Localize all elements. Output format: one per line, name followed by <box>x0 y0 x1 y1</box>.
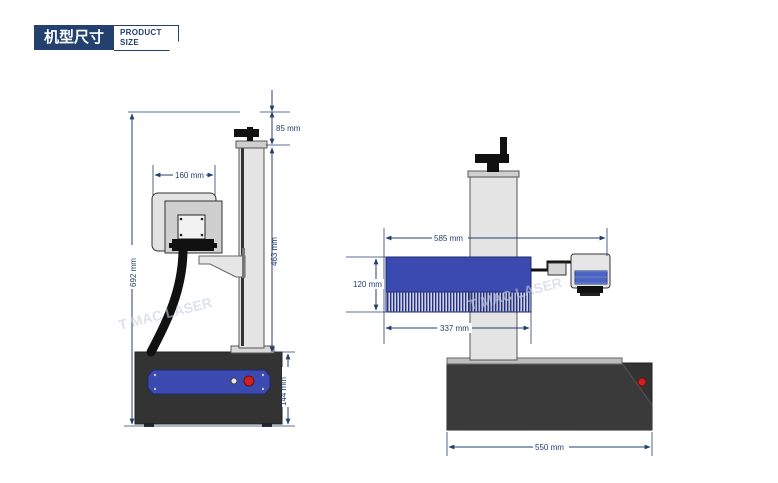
front-lift-handle <box>475 154 509 163</box>
dim-column-height: 463 mm <box>270 237 279 266</box>
control-panel <box>147 369 271 395</box>
front-emergency-stop <box>637 377 647 387</box>
front-view-machine <box>385 137 653 431</box>
dim-head-width: 160 mm <box>175 171 204 180</box>
fiber-cable <box>146 247 188 357</box>
dim-head-length: 337 mm <box>440 324 469 333</box>
power-button <box>230 377 238 385</box>
subtitle-line-1: PRODUCT <box>120 28 162 37</box>
side-view-dimensions: 85 mm 160 mm 463 mm 692 mm 144 mm <box>124 90 301 427</box>
section-subtitle: PRODUCT SIZE <box>114 25 179 51</box>
section-header: 机型尺寸 PRODUCT SIZE <box>34 25 179 51</box>
subtitle-corner-cut <box>168 41 179 51</box>
front-view-dimensions: 585 mm 120 mm 337 mm 550 mm <box>346 228 653 456</box>
laser-source-module <box>385 256 532 293</box>
dim-top-offset: 85 mm <box>276 124 301 133</box>
dim-head-height: 120 mm <box>353 280 382 289</box>
side-view-machine <box>134 127 283 427</box>
section-title: 机型尺寸 <box>34 25 115 50</box>
dim-arm-length: 585 mm <box>434 234 463 243</box>
dim-base-height: 144 mm <box>279 377 288 406</box>
dim-total-height: 692 mm <box>129 258 138 287</box>
dim-base-width: 550 mm <box>535 443 564 452</box>
subtitle-line-2: SIZE <box>120 38 139 47</box>
arm-bracket <box>198 255 246 278</box>
lift-handle <box>234 129 259 137</box>
emergency-stop-button <box>243 375 255 387</box>
